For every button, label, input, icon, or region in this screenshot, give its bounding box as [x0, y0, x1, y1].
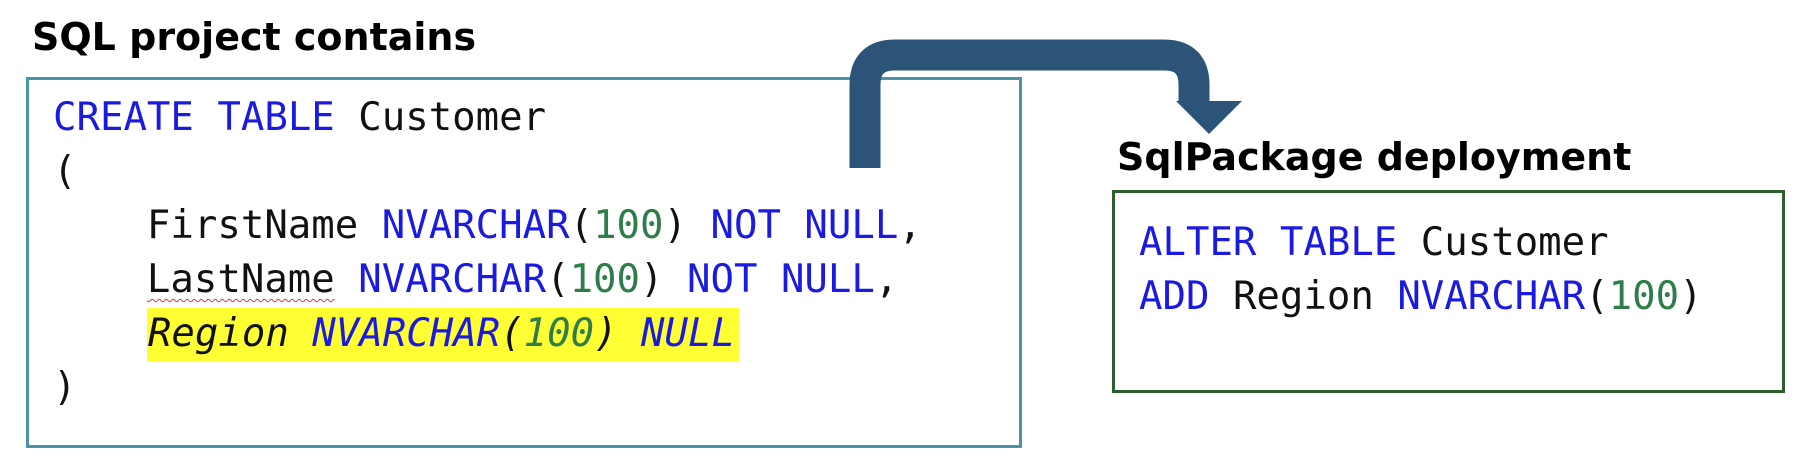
code-line-region: Region NVARCHAR(100) NULL: [53, 308, 739, 362]
column-size: 100: [1608, 274, 1680, 319]
column-type: NVARCHAR: [358, 257, 547, 302]
keyword-null: NULL: [804, 203, 899, 248]
paren: ): [1679, 274, 1703, 319]
highlighted-new-column: Region NVARCHAR(100) NULL: [146, 308, 739, 362]
keyword-null: NULL: [641, 311, 735, 356]
arrow-shaft: [849, 39, 1210, 168]
code-line-firstname: FirstName NVARCHAR(100) NOT NULL,: [53, 206, 922, 245]
keyword-create: CREATE: [53, 95, 194, 140]
paren: ): [640, 257, 664, 302]
column-name: Region: [147, 311, 289, 356]
comma: ,: [874, 257, 899, 302]
paren: (: [569, 203, 594, 248]
code-line-close-paren: ): [53, 368, 76, 407]
paren: (: [546, 257, 570, 302]
table-name: Customer: [358, 95, 547, 140]
column-name: FirstName: [146, 203, 359, 248]
column-type: NVARCHAR: [312, 311, 501, 356]
paren: ): [594, 311, 618, 356]
table-name: Customer: [1420, 220, 1609, 265]
close-paren: ): [53, 365, 77, 410]
code-line-add-column: ADD Region NVARCHAR(100): [1139, 277, 1703, 316]
paren: (: [1585, 274, 1609, 319]
keyword-not: NOT: [687, 257, 758, 302]
column-name: LastName: [146, 257, 335, 302]
column-name: Region: [1232, 274, 1374, 319]
deployment-code-box: ALTER TABLE Customer ADD Region NVARCHAR…: [1112, 190, 1785, 393]
keyword-alter: ALTER: [1139, 220, 1257, 265]
code-line-create-table: CREATE TABLE Customer: [53, 98, 546, 137]
keyword-null: NULL: [780, 257, 875, 302]
open-paren: (: [53, 149, 77, 194]
project-title: SQL project contains: [32, 15, 477, 59]
column-size: 100: [569, 257, 641, 302]
keyword-table: TABLE: [217, 95, 335, 140]
keyword-table: TABLE: [1279, 220, 1398, 265]
code-line-lastname: LastName NVARCHAR(100) NOT NULL,: [53, 260, 898, 299]
keyword-not: NOT: [710, 203, 781, 248]
paren: (: [500, 311, 524, 356]
code-line-open-paren: (: [53, 152, 76, 191]
code-line-alter-table: ALTER TABLE Customer: [1139, 223, 1609, 262]
arrow-head: [1176, 101, 1242, 134]
column-size: 100: [593, 203, 664, 248]
keyword-add: ADD: [1139, 274, 1210, 319]
column-type: NVARCHAR: [381, 203, 570, 248]
paren: ): [663, 203, 687, 248]
column-type: NVARCHAR: [1397, 274, 1586, 319]
deployment-title: SqlPackage deployment: [1117, 135, 1632, 179]
column-size: 100: [523, 311, 595, 356]
comma: ,: [898, 203, 922, 248]
